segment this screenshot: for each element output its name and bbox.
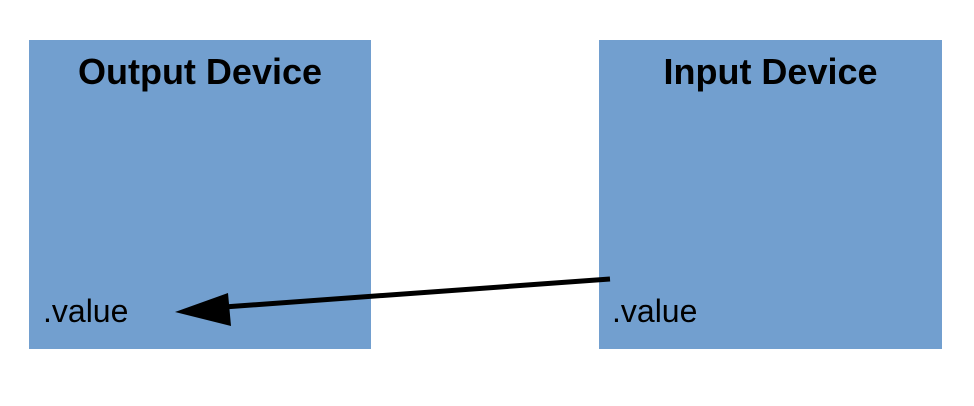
output-device-property-value: .value: [43, 293, 129, 329]
input-device-title: Input Device: [663, 51, 878, 92]
input-device-box: Input Device .value .values: [599, 40, 942, 349]
input-device-properties: .value .values: [612, 209, 713, 406]
output-device-title: Output Device: [77, 51, 323, 92]
output-device-properties: .value .values .source: [43, 209, 148, 406]
output-device-box: Output Device .value .values .source: [29, 40, 371, 349]
input-device-property-value: .value: [612, 293, 698, 329]
